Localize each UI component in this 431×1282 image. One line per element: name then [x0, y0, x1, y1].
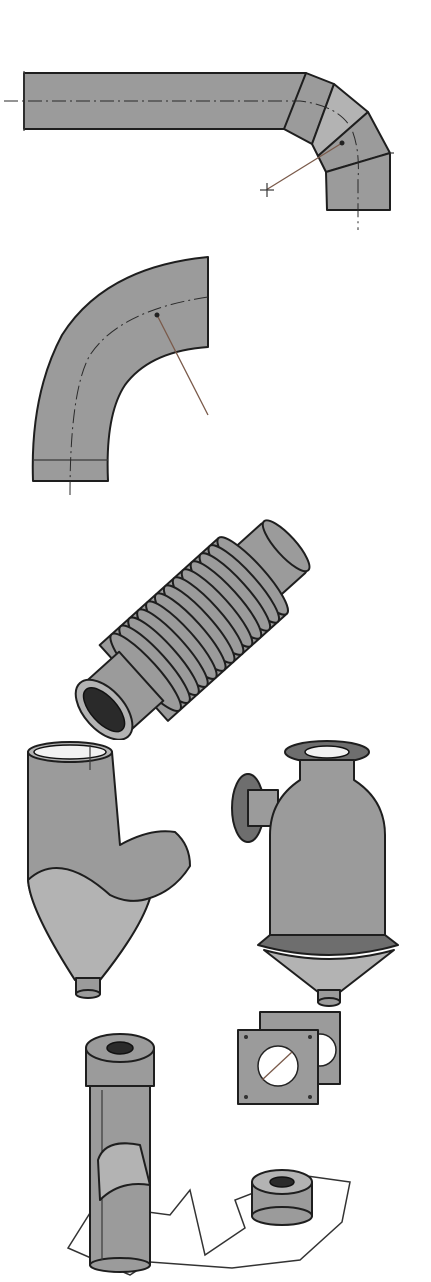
bellows-panel	[0, 510, 431, 740]
duct-centerline	[4, 100, 359, 230]
cyclone-top-opening	[304, 745, 350, 759]
cyclone-body	[269, 759, 386, 936]
separators-panel	[0, 740, 431, 1010]
chimney-kit-panel	[0, 1010, 431, 1282]
bend-radius-line	[265, 142, 343, 191]
smooth-elbow-duct-icon	[31, 256, 209, 495]
bend-radius-line	[156, 314, 209, 416]
pipe-collar	[97, 1142, 151, 1201]
y-branch-inlet	[33, 744, 107, 760]
smooth-bend-body	[31, 256, 209, 482]
segmented-elbow-panel	[0, 40, 431, 260]
cyclone-flange	[257, 934, 399, 956]
y-branch-hopper-icon	[27, 740, 399, 1007]
hopper-cone	[27, 867, 151, 981]
bellows-corrugations	[109, 536, 289, 713]
ring-collar-opening	[269, 1176, 295, 1188]
bellows-expansion-joint-icon	[74, 519, 311, 740]
segmented-elbow-duct-icon	[4, 71, 394, 230]
cyclone-cone	[263, 949, 395, 993]
pipe-opening	[82, 687, 126, 733]
cyclone-separator-icon	[231, 740, 399, 1007]
chimney-pipe-kit-icon	[66, 1011, 351, 1276]
chimney-flue	[106, 1041, 134, 1055]
smooth-elbow-panel	[0, 255, 431, 495]
bend-centerline	[69, 296, 209, 495]
